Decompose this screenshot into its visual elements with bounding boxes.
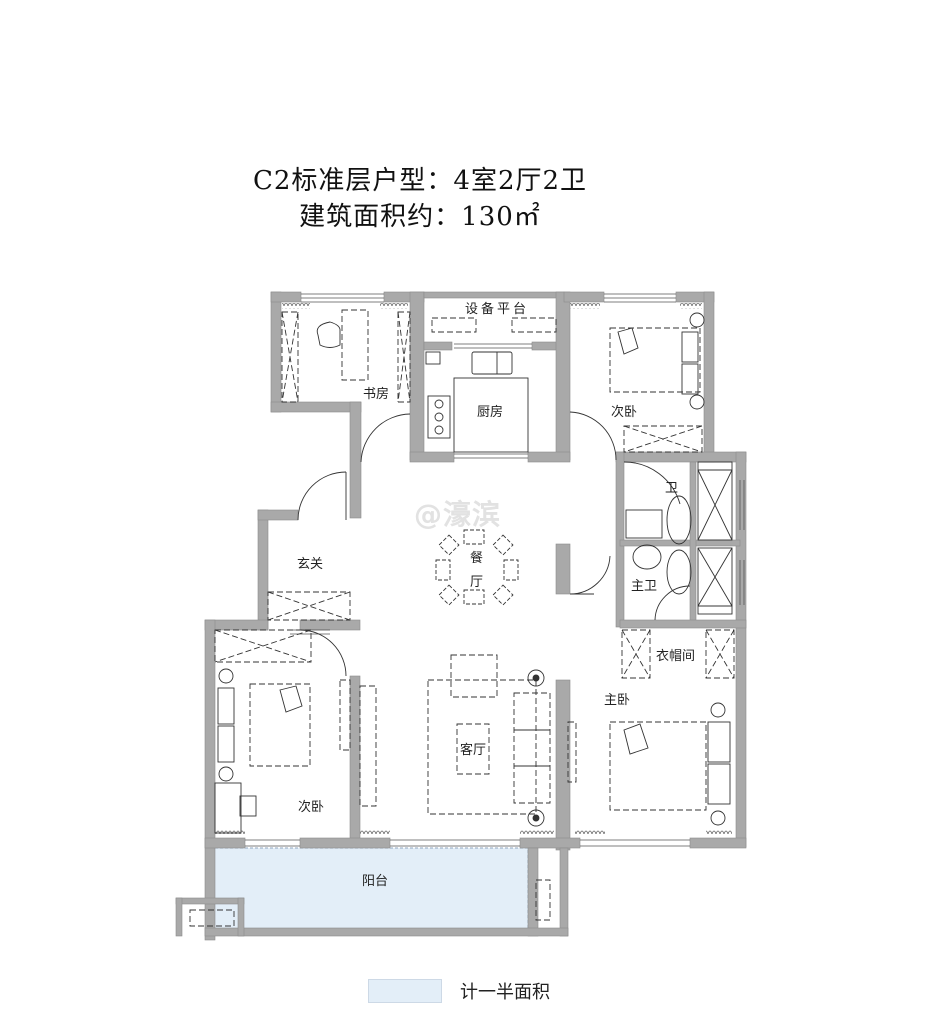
doors [297,411,691,677]
room-label-dining: 餐 [470,550,483,566]
room-label-study: 书房 [363,386,389,402]
room-label-bathroom: 卫 [665,481,678,496]
plan-area: 建筑面积约：130㎡ [299,202,541,232]
room-label-master-bathroom: 主卫 [631,579,657,594]
room-label-foyer: 玄关 [297,557,323,572]
legend-swatch [368,979,442,1003]
fixtures [214,312,733,834]
legend-label: 计一半面积 [460,982,550,1003]
room-label-balcony: 阳台 [362,874,388,889]
furniture [189,309,735,927]
room-label-master-bedroom: 主卧 [604,693,630,708]
watermark: @濠滨 [414,498,502,531]
room-label-kitchen: 厨房 [477,404,503,420]
room-label-walk-in-closet: 衣帽间 [656,648,695,664]
room-label-living: 客厅 [460,742,486,758]
windows [245,293,745,847]
plan-title: C2标准层户型：4室2厅2卫 [252,166,588,196]
walls [175,291,747,941]
room-label-dining-2: 厅 [470,575,483,590]
room-label-bedroom-sw: 次卧 [298,799,324,815]
room-label-equipment-platform: 设备平台 [465,301,529,317]
room-label-bedroom-ne: 次卧 [611,404,637,420]
balcony-area [209,847,529,933]
legend: 计一半面积 [368,978,550,1004]
